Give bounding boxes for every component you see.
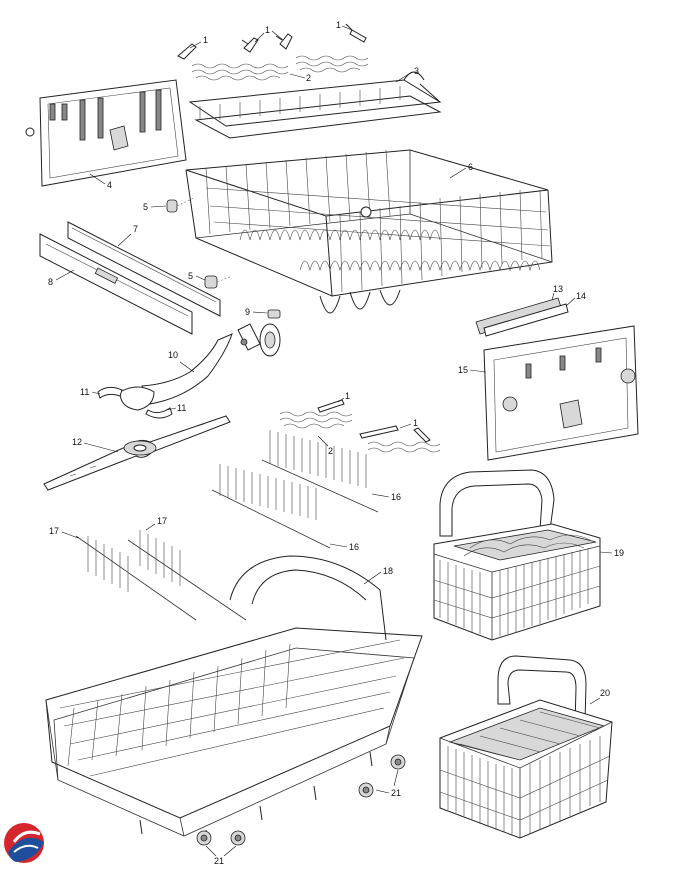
svg-text:16: 16 (349, 542, 359, 552)
part-1-clips-middle (317, 399, 431, 443)
part-18-lower-rack (45, 555, 423, 845)
svg-text:1: 1 (413, 418, 418, 428)
part-19-cutlery-basket (433, 469, 601, 641)
callout-10: 10 (168, 350, 195, 373)
part-7-rail-inner (67, 221, 221, 317)
svg-text:2: 2 (306, 73, 311, 83)
brand-logo (4, 823, 44, 863)
callout-6: 6 (449, 162, 473, 179)
part-4-left-side-panel (25, 79, 187, 187)
callout-5-upper: 5 (143, 202, 167, 212)
part-17-tine-row-left (75, 535, 197, 621)
callout-19: 19 (599, 548, 624, 558)
callout-1-middle-a: 1 (337, 391, 350, 403)
part-10-conduit (119, 333, 233, 411)
callout-21-bottom: 21 (205, 845, 237, 866)
callout-1-top-a: 1 (189, 35, 208, 49)
callout-20: 20 (589, 688, 610, 705)
svg-text:16: 16 (391, 492, 401, 502)
part-21-wheel-right-a (390, 754, 406, 770)
callout-1-middle-b: 1 (399, 418, 418, 429)
callout-17-left: 17 (49, 526, 79, 539)
callout-9: 9 (245, 307, 268, 317)
part-8-rail-outer (39, 233, 193, 335)
part-2-tine-rows-top (191, 55, 369, 81)
svg-text:4: 4 (107, 180, 112, 190)
part-11-clip-right (145, 407, 173, 419)
part-17-tine-row-right (127, 530, 247, 621)
callout-1-top-b: 1 (254, 25, 284, 43)
svg-text:9: 9 (245, 307, 250, 317)
part-16-tine-insert-upper (261, 430, 379, 513)
svg-text:3: 3 (414, 66, 419, 76)
part-14-handle-cover (483, 303, 569, 337)
svg-text:21: 21 (214, 856, 224, 866)
svg-text:5: 5 (143, 202, 148, 212)
part-15-right-side-panel (483, 325, 639, 461)
svg-text:19: 19 (614, 548, 624, 558)
callout-18: 18 (363, 566, 393, 585)
part-9-connector (237, 309, 281, 357)
svg-text:1: 1 (203, 35, 208, 45)
svg-text:20: 20 (600, 688, 610, 698)
callout-2-top: 2 (289, 73, 311, 83)
svg-text:13: 13 (553, 284, 563, 294)
callout-16-lower: 16 (329, 542, 359, 552)
svg-text:21: 21 (391, 788, 401, 798)
part-1-clips-top (177, 23, 367, 60)
callout-11-left: 11 (80, 387, 101, 397)
callout-11-right: 11 (165, 403, 186, 413)
part-5-roller-lower (204, 275, 233, 289)
part-6-upper-rack (185, 149, 553, 314)
svg-text:17: 17 (157, 516, 167, 526)
callout-7: 7 (117, 224, 138, 247)
part-21-wheel-right-b (358, 782, 374, 798)
svg-text:11: 11 (177, 403, 186, 413)
svg-text:1: 1 (345, 391, 350, 401)
svg-text:18: 18 (383, 566, 393, 576)
svg-text:10: 10 (168, 350, 178, 360)
part-11-clip-left (97, 386, 123, 399)
svg-text:14: 14 (576, 291, 586, 301)
part-21-wheel-bottom-a (196, 830, 212, 846)
svg-text:15: 15 (458, 365, 468, 375)
callout-2-middle: 2 (317, 435, 333, 456)
callout-15: 15 (458, 365, 487, 375)
svg-text:8: 8 (48, 277, 53, 287)
callout-3: 3 (395, 66, 419, 83)
part-3-cup-shelf (188, 71, 442, 139)
callout-16-upper: 16 (371, 492, 401, 502)
svg-text:6: 6 (468, 162, 473, 172)
svg-text:5: 5 (188, 271, 193, 281)
part-5-roller-upper (166, 197, 195, 213)
svg-text:17: 17 (49, 526, 59, 536)
callout-8: 8 (48, 269, 75, 287)
callout-13: 13 (551, 284, 563, 301)
part-12-spray-arm (43, 415, 231, 491)
svg-text:1: 1 (336, 20, 341, 30)
callout-12: 12 (72, 437, 119, 453)
callout-5-lower: 5 (188, 271, 206, 281)
svg-text:7: 7 (133, 224, 138, 234)
svg-text:2: 2 (328, 446, 333, 456)
part-2-tine-rows-middle (279, 411, 441, 453)
callout-17-right: 17 (145, 516, 167, 531)
part-20-cutlery-basket-open (439, 655, 613, 839)
part-21-wheel-bottom-b (230, 830, 246, 846)
svg-text:12: 12 (72, 437, 82, 447)
part-16-tine-insert-lower (211, 464, 331, 549)
callout-1-top-c: 1 (336, 20, 353, 31)
svg-text:1: 1 (265, 25, 270, 35)
callout-14: 14 (565, 291, 586, 307)
callout-4: 4 (89, 173, 112, 190)
svg-text:11: 11 (80, 387, 89, 397)
callout-21-right: 21 (375, 769, 401, 798)
